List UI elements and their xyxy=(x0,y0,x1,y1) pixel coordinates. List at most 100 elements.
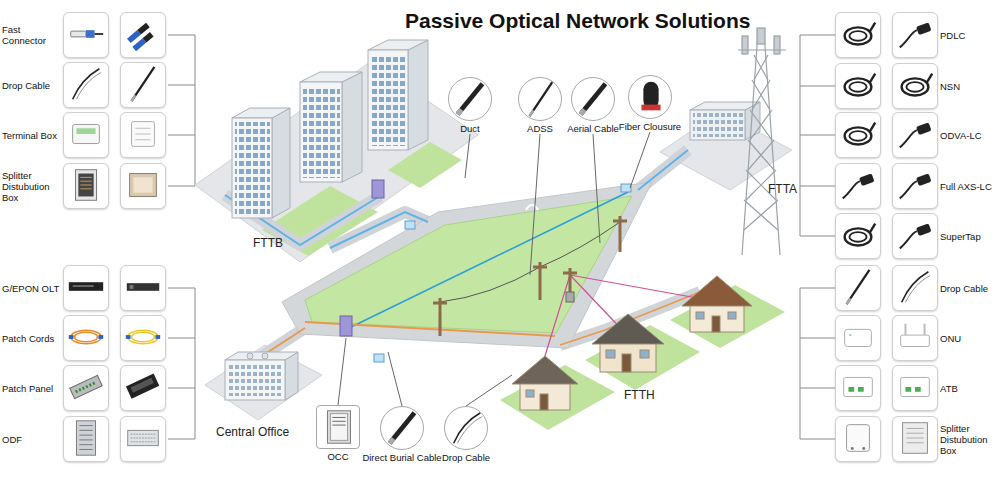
building xyxy=(272,108,290,218)
product-label-group: PDLC xyxy=(940,12,1000,58)
product-thumbnail xyxy=(76,421,95,455)
product-thumbnail xyxy=(843,181,860,198)
product-row: ODF xyxy=(2,416,168,462)
product-label: ONU xyxy=(940,333,1000,344)
building xyxy=(225,360,285,400)
product-thumbnail xyxy=(120,416,166,462)
product-label: SuperTap xyxy=(940,231,1000,242)
product-thumbnail xyxy=(905,276,930,303)
product-thumbnail xyxy=(901,335,930,346)
product-thumbnail xyxy=(900,130,917,147)
product-thumbnail xyxy=(137,23,149,35)
product-thumbnail xyxy=(916,122,931,135)
product-thumbnail xyxy=(869,74,875,84)
product-label: ODF xyxy=(2,434,62,445)
product-label: Fast Connector xyxy=(2,24,62,46)
bracket-line xyxy=(168,35,195,186)
pole xyxy=(433,298,447,336)
product-label-group: Splitter Distubution Box xyxy=(940,416,1000,462)
product-thumbnail xyxy=(892,213,938,259)
product-thumbnail xyxy=(121,63,165,105)
product-label-group: Patch Cords xyxy=(2,315,62,361)
product-thumbnail xyxy=(915,387,921,392)
product-label: Patch Cords xyxy=(2,333,62,344)
product-thumbnail xyxy=(893,316,937,358)
building xyxy=(262,353,268,359)
product-thumbnail xyxy=(120,62,166,108)
product-thumbnail xyxy=(86,30,95,38)
product-thumbnail xyxy=(69,282,103,291)
product-thumbnail xyxy=(121,164,165,206)
product-thumbnail xyxy=(70,375,103,398)
product-row: Drop Cable xyxy=(835,265,1000,311)
product-label: Drop Cable xyxy=(2,80,62,91)
leader-line xyxy=(338,132,650,406)
component-circle xyxy=(457,417,482,444)
product-thumbnail xyxy=(98,335,103,339)
product-thumbnail xyxy=(835,315,881,361)
bracket-line xyxy=(800,288,835,439)
product-thumbnail xyxy=(892,265,938,311)
product-thumbnail xyxy=(905,387,911,392)
product-thumbnail xyxy=(128,330,159,343)
product-thumbnail xyxy=(851,447,854,450)
product-thumbnail xyxy=(906,82,923,92)
product-row: ONU xyxy=(835,315,1000,361)
bracket-line xyxy=(168,288,195,439)
product-thumbnail xyxy=(849,334,851,336)
product-thumbnail xyxy=(121,266,165,308)
product-thumbnail xyxy=(120,112,166,158)
product-thumbnail xyxy=(916,223,931,236)
product-row: Patch Panel xyxy=(2,365,168,411)
product-thumbnail xyxy=(126,374,159,399)
ground-platform xyxy=(195,62,792,430)
pole xyxy=(563,268,577,302)
product-label: Full AXS-LC xyxy=(940,181,1000,192)
product-thumbnail xyxy=(835,365,881,411)
product-row: ATB xyxy=(835,365,1000,411)
product-thumbnail xyxy=(836,164,880,206)
product-thumbnail xyxy=(127,30,141,43)
product-thumbnail xyxy=(121,316,165,358)
building xyxy=(225,40,760,400)
product-thumbnail xyxy=(836,214,880,256)
fiber-line xyxy=(225,150,708,372)
pole xyxy=(433,216,627,336)
product-thumbnail xyxy=(75,332,98,342)
fiber-line xyxy=(560,292,700,345)
junction-box xyxy=(374,354,384,362)
product-label: G/EPON OLT xyxy=(2,283,62,294)
leader-line xyxy=(338,338,512,406)
product-thumbnail xyxy=(126,335,131,339)
product-label-group: ODF xyxy=(2,416,62,462)
building xyxy=(371,54,406,146)
component-circle xyxy=(458,84,483,115)
component-callout: Duct xyxy=(430,77,510,135)
product-thumbnail xyxy=(76,128,95,134)
product-thumbnail xyxy=(835,63,881,109)
product-thumbnail xyxy=(836,316,880,358)
product-label: ODVA-LC xyxy=(940,130,1000,141)
building xyxy=(368,50,408,150)
product-thumbnail xyxy=(63,315,109,361)
building xyxy=(300,82,342,182)
product-label-group: Full AXS-LC xyxy=(940,163,1000,209)
component-circle xyxy=(519,78,562,120)
component-box xyxy=(330,414,347,441)
product-thumbnail xyxy=(905,324,924,335)
product-thumbnail xyxy=(76,170,97,201)
product-thumbnail xyxy=(893,164,937,206)
component-circle xyxy=(581,110,585,115)
pole xyxy=(533,262,547,300)
building xyxy=(232,108,290,118)
product-thumbnail xyxy=(133,177,152,192)
building xyxy=(235,122,270,214)
product-thumbnail xyxy=(836,417,880,459)
product-thumbnail xyxy=(64,13,108,55)
building xyxy=(303,86,340,178)
product-thumbnail xyxy=(893,13,937,55)
product-thumbnail xyxy=(73,124,100,143)
house xyxy=(512,356,578,384)
product-thumbnail xyxy=(836,64,880,106)
